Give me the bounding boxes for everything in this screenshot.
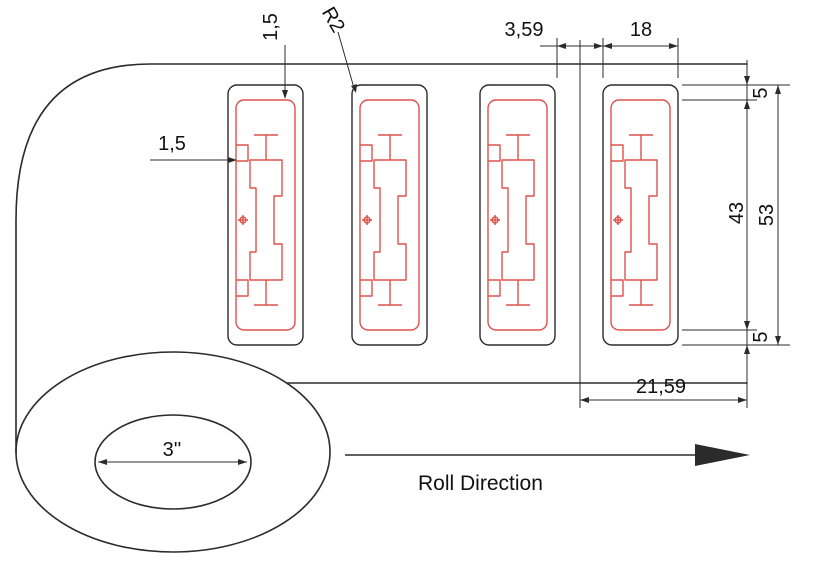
dimension-corner-radius: R2 bbox=[317, 3, 357, 93]
arrowhead bbox=[744, 76, 750, 85]
extension-lines-right bbox=[682, 84, 790, 346]
arrowhead bbox=[238, 459, 247, 465]
dim-core-label: 3'' bbox=[163, 439, 182, 461]
dim-gap-label: 3,59 bbox=[505, 19, 544, 41]
roll-direction-annotation: Roll Direction bbox=[345, 444, 750, 495]
dim-antenna-height-label: 43 bbox=[726, 202, 748, 224]
arrowhead bbox=[351, 84, 357, 93]
roll-direction-arrow-icon bbox=[695, 444, 750, 466]
dim-radius-label: R2 bbox=[317, 3, 349, 36]
arrowhead bbox=[775, 85, 781, 94]
arrowhead bbox=[744, 100, 750, 109]
roll-outer-ellipse bbox=[15, 351, 331, 553]
dim-left-inset-label: 1,5 bbox=[158, 133, 186, 155]
extension-lines-top bbox=[556, 38, 679, 408]
dimension-left-inset: 1,5 bbox=[150, 133, 237, 163]
dimension-gap-and-width: 3,59 18 bbox=[505, 19, 679, 408]
dim-label-height-label: 53 bbox=[756, 204, 778, 226]
labels-row bbox=[227, 84, 679, 346]
label-outline-3 bbox=[479, 84, 556, 346]
roll-core-ellipse bbox=[94, 414, 252, 510]
dim-width-label: 18 bbox=[630, 19, 652, 41]
arrowhead bbox=[282, 90, 288, 99]
leader-radius bbox=[337, 31, 355, 89]
label-outline-2 bbox=[351, 84, 428, 346]
dim-pitch-label: 21,59 bbox=[636, 376, 686, 398]
arrowhead bbox=[580, 397, 589, 403]
arrowhead bbox=[557, 43, 566, 49]
roll-assembly bbox=[15, 63, 748, 553]
arrowhead bbox=[775, 336, 781, 345]
web-outline bbox=[15, 63, 748, 453]
arrowhead bbox=[738, 397, 747, 403]
label-outline-1 bbox=[227, 84, 304, 346]
dimension-pitch: 21,59 bbox=[580, 376, 747, 403]
dim-bottom-margin-label: 5 bbox=[750, 331, 772, 342]
dim-top-inset-label: 1,5 bbox=[260, 13, 282, 41]
dim-top-margin-label: 5 bbox=[750, 87, 772, 98]
label-outline-4 bbox=[602, 84, 679, 346]
arrowhead bbox=[744, 321, 750, 330]
dimension-top-inset: 1,5 bbox=[260, 13, 288, 99]
arrowhead bbox=[669, 43, 678, 49]
roll-direction-label: Roll Direction bbox=[418, 472, 543, 495]
arrowhead bbox=[603, 43, 612, 49]
arrowhead bbox=[98, 459, 107, 465]
arrowhead bbox=[744, 345, 750, 354]
arrowhead bbox=[228, 157, 237, 163]
dimension-core: 3'' bbox=[98, 439, 247, 465]
dimension-heights: 5 43 53 5 bbox=[682, 60, 790, 408]
arrowhead bbox=[594, 43, 603, 49]
